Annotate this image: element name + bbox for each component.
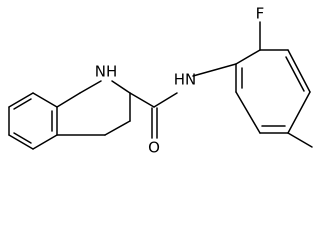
bond-ring-3: [111, 80, 131, 94]
bond-ring-2: [79, 80, 102, 94]
bond-ring-carbon-to-carbonyl: [129, 92, 155, 108]
bond-benzo-6: [8, 92, 34, 108]
atom-labels: NH HN O F: [95, 5, 265, 157]
bond-aryl-double-1: [285, 56, 305, 92]
bond-carbonyl-to-nh: [153, 92, 178, 108]
bond-benzo-double-3: [13, 98, 32, 110]
molecule-diagram: NH HN O F: [8, 5, 313, 157]
bond-aryl-1: [235, 49, 261, 65]
structure-svg: NH HN O F: [8, 5, 313, 157]
bond-aryl-6: [235, 91, 261, 134]
bond-aryl-3: [287, 49, 311, 93]
bond-ring-1: [56, 92, 81, 108]
bond-lines: [8, 21, 313, 150]
bond-ring-5: [104, 120, 131, 136]
bond-aryl-4: [287, 91, 311, 134]
bond-benzo-double-2: [13, 132, 32, 144]
bond-benzo-3: [32, 134, 58, 150]
bond-methyl: [287, 132, 313, 148]
amide-nh-label: HN: [174, 71, 197, 89]
bond-nh-to-aryl: [192, 63, 237, 77]
ring-nh-label: NH: [95, 63, 118, 81]
bond-benzo-1: [32, 92, 58, 108]
bond-benzo-4: [8, 134, 34, 150]
fluorine-label: F: [256, 5, 265, 23]
carbonyl-oxygen-label: O: [148, 139, 160, 157]
